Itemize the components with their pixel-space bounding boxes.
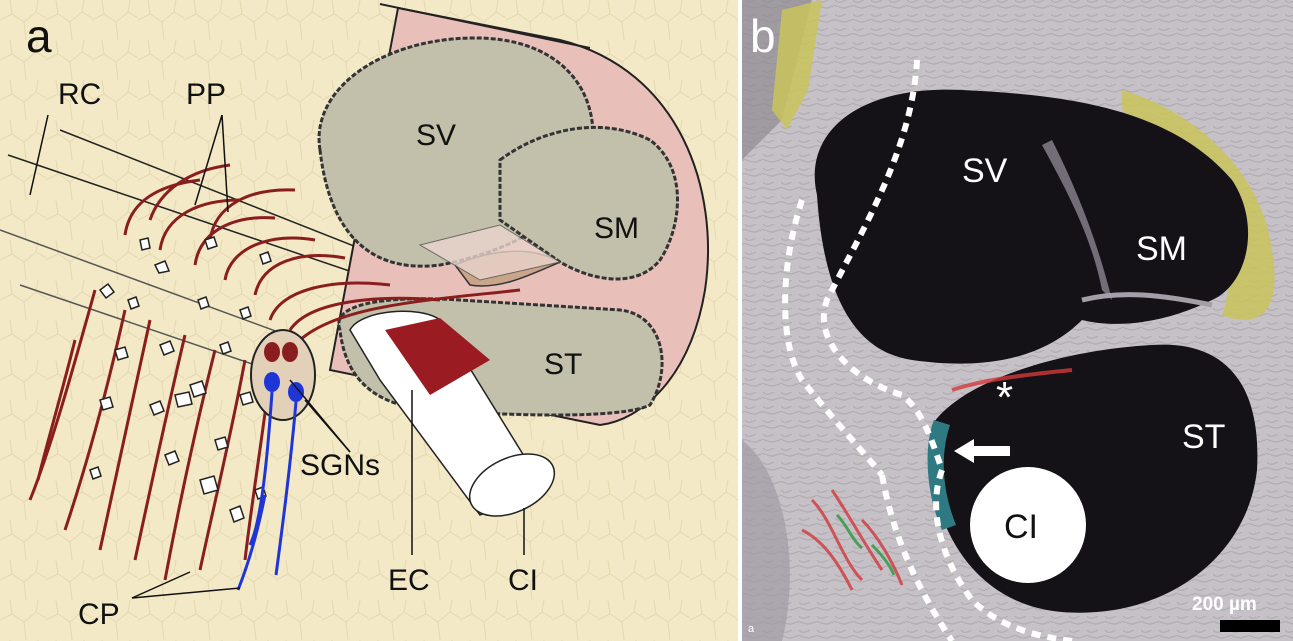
panel-a-illustration: a RC PP SV SM ST SGNs EC CI CP [0,0,738,641]
histology-section: b SV SM ST CI * a 200 µm [742,0,1293,641]
label-b-ci: CI [1004,508,1038,546]
label-sgns: SGNs [300,449,380,482]
spiral-ganglion-cluster [251,330,315,420]
cochlea-illustration: a RC PP SV SM ST SGNs EC CI CP [0,0,738,641]
label-sv: SV [416,119,456,152]
label-b-sm: SM [1136,230,1187,268]
label-ec: EC [388,564,430,597]
asterisk-marker: * [996,373,1013,422]
scale-bar-label: 200 µm [1192,594,1257,615]
label-sm: SM [594,212,639,245]
scale-bar [1220,620,1280,632]
panel-b-micrograph: b SV SM ST CI * a 200 µm [742,0,1293,641]
panel-a-letter: a [26,10,52,62]
label-b-st: ST [1182,418,1225,456]
label-ci: CI [508,564,538,597]
label-cp: CP [78,598,120,631]
label-st: ST [544,348,582,381]
corner-mark: a [748,623,755,635]
label-pp: PP [186,78,226,111]
label-b-sv: SV [962,152,1008,190]
panel-b-letter: b [750,10,776,62]
label-rc: RC [58,78,101,111]
